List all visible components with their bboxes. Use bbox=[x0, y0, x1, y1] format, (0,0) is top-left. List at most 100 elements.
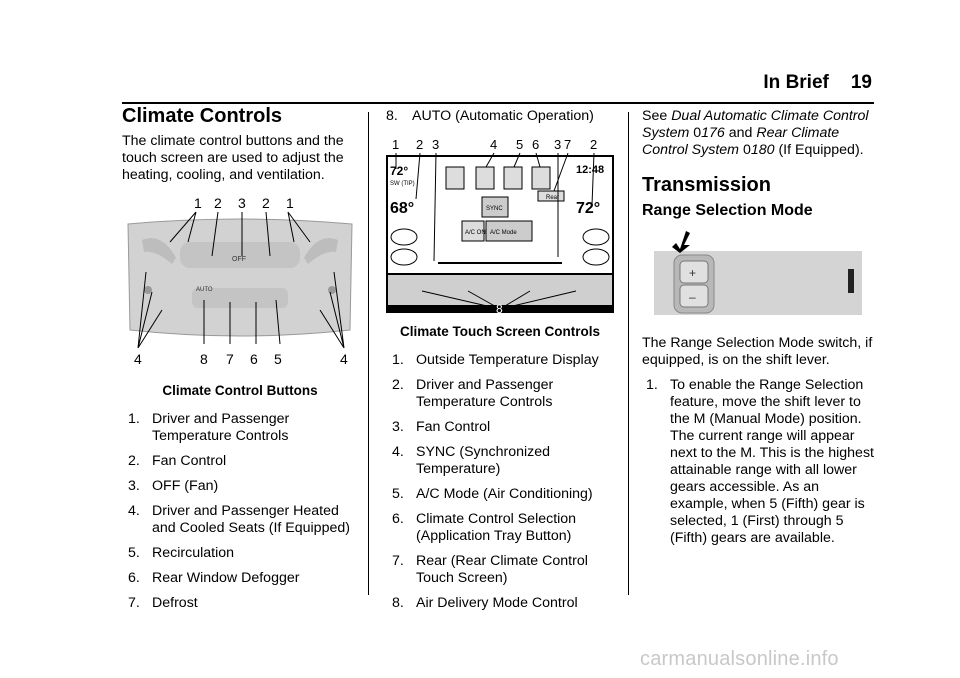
range-selection-heading: Range Selection Mode bbox=[642, 202, 813, 219]
ts-callout-4: 4 bbox=[490, 137, 497, 152]
callout-1-left: 1 bbox=[194, 195, 202, 211]
right-temp-down bbox=[582, 248, 610, 266]
left-temp: 68° bbox=[390, 200, 414, 217]
ac-mode-icon-button bbox=[503, 166, 523, 190]
callout-5: 5 bbox=[274, 351, 282, 367]
list-item: 8.Air Delivery Mode Control bbox=[392, 595, 578, 611]
left-seat-icon bbox=[144, 286, 152, 294]
rear-button bbox=[537, 190, 565, 202]
ts-callout-3-left: 3 bbox=[432, 137, 439, 152]
air-delivery-bar bbox=[388, 275, 612, 305]
minus-label: – bbox=[689, 290, 696, 304]
callout-2-right: 2 bbox=[262, 195, 270, 211]
lower-button-strip bbox=[192, 288, 288, 308]
column-divider-2 bbox=[628, 112, 629, 595]
list-item: 5.A/C Mode (Air Conditioning) bbox=[392, 486, 593, 502]
transmission-heading: Transmission bbox=[642, 174, 771, 196]
list-item: 3.Fan Control bbox=[392, 419, 491, 435]
callout-3: 3 bbox=[238, 195, 246, 211]
list-item: 1.Driver and Passenger Temperature Contr… bbox=[128, 411, 290, 444]
fan-button bbox=[445, 166, 465, 190]
watermark: carmanualsonline.info bbox=[640, 648, 839, 670]
touch-screen-figure: 1 2 3 4 5 6 3 7 2 72° SW (TIP) 12:48 68°… bbox=[386, 137, 614, 313]
auto-button-label: AUTO bbox=[196, 287, 213, 293]
xref-rear-climate[interactable]: Rear Climate Control System bbox=[642, 125, 840, 158]
xref-arrow-icon: 0 bbox=[693, 125, 702, 141]
climate-controls-heading: Climate Controls bbox=[122, 105, 283, 127]
fan-off-strip bbox=[180, 242, 300, 268]
page-number: 19 bbox=[850, 72, 872, 93]
list-item: 4.Driver and Passenger Heated and Cooled… bbox=[128, 503, 350, 536]
right-temp: 72° bbox=[576, 200, 600, 217]
panel-body bbox=[127, 218, 353, 337]
list-item: 6.Climate Control Selection (Application… bbox=[392, 511, 577, 544]
left-temp-down bbox=[390, 248, 418, 266]
ts-callout-2-right: 2 bbox=[590, 137, 597, 152]
sync-label: SYNC bbox=[486, 206, 503, 212]
callout-7: 7 bbox=[226, 351, 234, 367]
list-item: 4.SYNC (Synchronized Temperature) bbox=[392, 444, 551, 477]
callout-8: 8 bbox=[200, 351, 208, 367]
ts-callout-2-left: 2 bbox=[416, 137, 423, 152]
xref-page-2[interactable]: 180 bbox=[750, 142, 775, 158]
sync-button bbox=[481, 196, 509, 218]
touch-screen-list: 1.Outside Temperature Display 2.Driver a… bbox=[386, 352, 614, 612]
climate-buttons-list: 1.Driver and Passenger Temperature Contr… bbox=[122, 411, 358, 612]
section-title: In Brief bbox=[763, 72, 829, 93]
figure-caption-buttons: Climate Control Buttons bbox=[162, 383, 318, 398]
list-item: 7.Defrost bbox=[128, 595, 198, 611]
range-selection-figure: + – bbox=[654, 231, 862, 315]
right-temp-rocker bbox=[304, 238, 338, 264]
clock: 12:48 bbox=[576, 164, 604, 176]
xref-dual-climate[interactable]: Dual Automatic Climate Control System bbox=[642, 108, 869, 141]
list-item: 3.OFF (Fan) bbox=[128, 478, 219, 494]
page-header: In Brief 19 bbox=[763, 72, 872, 94]
plus-label: + bbox=[689, 266, 696, 280]
minus-button bbox=[679, 284, 709, 308]
column-3: See Dual Automatic Climate Control Syste… bbox=[642, 108, 874, 555]
ac-mode-button bbox=[485, 220, 533, 242]
range-selection-list: 1.To enable the Range Selection feature,… bbox=[642, 377, 874, 547]
left-temp-rocker bbox=[142, 238, 176, 264]
outside-label: SW (TIP) bbox=[390, 181, 415, 187]
app-tray-button bbox=[531, 166, 551, 190]
xref-page-1[interactable]: 176 bbox=[701, 125, 725, 141]
list-item: 2.Fan Control bbox=[128, 453, 227, 469]
side-mark bbox=[848, 269, 854, 293]
plus-button bbox=[679, 260, 709, 284]
list-item: 2.Driver and Passenger Temperature Contr… bbox=[392, 377, 554, 410]
outside-temp: 72° bbox=[390, 164, 408, 178]
callout-6: 6 bbox=[250, 351, 258, 367]
rear-label: Rear bbox=[546, 195, 559, 201]
range-selection-para: The Range Selection Mode switch, if equi… bbox=[642, 335, 873, 368]
callout-2-left: 2 bbox=[214, 195, 222, 211]
list-item: 5.Recirculation bbox=[128, 545, 235, 561]
list-item: 6.Rear Window Defogger bbox=[128, 570, 300, 586]
ts-callout-5: 5 bbox=[516, 137, 523, 152]
list-item: 7.Rear (Rear Climate Control Touch Scree… bbox=[392, 553, 588, 586]
climate-buttons-list-cont: 8.AUTO (Automatic Operation) bbox=[386, 108, 614, 125]
climate-buttons-figure: 1 2 3 2 1 OFF AUTO 4 8 bbox=[127, 195, 353, 367]
left-temp-up bbox=[390, 228, 418, 246]
ts-callout-3-right: 3 bbox=[554, 137, 561, 152]
column-1: Climate Controls The climate control but… bbox=[122, 105, 358, 620]
off-button-label: OFF bbox=[232, 256, 246, 263]
figure-caption-touch: Climate Touch Screen Controls bbox=[399, 324, 601, 339]
sync-icon-button bbox=[475, 166, 495, 190]
column-2: 8.AUTO (Automatic Operation) 1 2 3 4 5 6… bbox=[386, 108, 614, 620]
list-item: 1.To enable the Range Selection feature,… bbox=[646, 377, 874, 546]
ac-on-button bbox=[461, 220, 485, 242]
climate-intro: The climate control buttons and the touc… bbox=[122, 133, 344, 183]
callout-4-right: 4 bbox=[340, 351, 348, 367]
column-divider-1 bbox=[368, 112, 369, 595]
ac-mode-label: A/C Mode bbox=[490, 230, 517, 236]
right-seat-icon bbox=[328, 286, 336, 294]
right-temp-up bbox=[582, 228, 610, 246]
pointer-arrow-icon bbox=[672, 231, 690, 253]
list-item: 1.Outside Temperature Display bbox=[392, 352, 599, 368]
header-rule bbox=[122, 102, 874, 104]
ac-on-label: A/C ON bbox=[465, 230, 486, 236]
see-reference: See Dual Automatic Climate Control Syste… bbox=[642, 108, 869, 158]
ts-callout-8: 8 bbox=[496, 302, 503, 313]
ts-callout-1: 1 bbox=[392, 137, 399, 152]
